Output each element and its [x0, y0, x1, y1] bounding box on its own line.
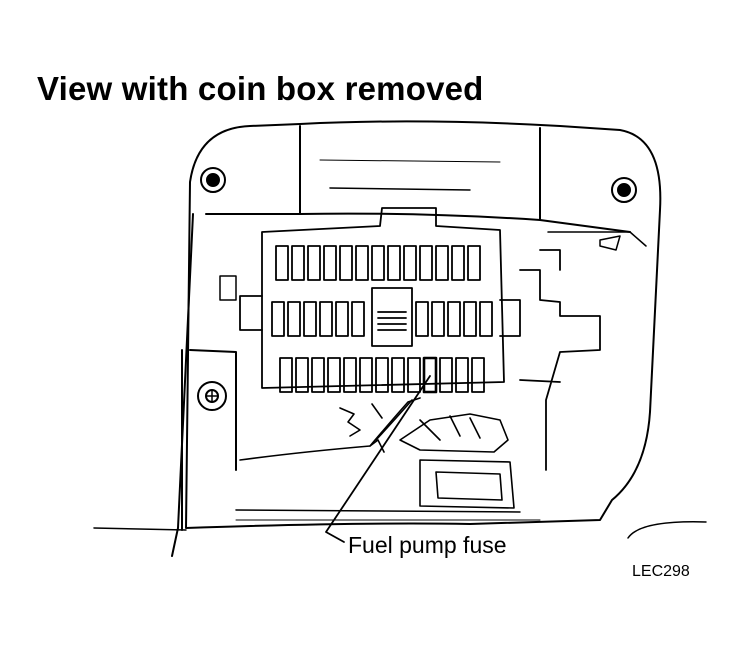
callout-leader — [325, 375, 431, 543]
dash-panel-outline — [185, 120, 662, 529]
panel-lip — [205, 125, 631, 233]
diagram-title: View with coin box removed — [37, 70, 484, 107]
figure-code: LEC298 — [632, 563, 690, 580]
fuse-block — [239, 207, 521, 394]
fuel-pump-fuse-icon — [422, 356, 438, 394]
screw-icon — [197, 381, 227, 411]
fuel-pump-fuse-label: Fuel pump fuse — [348, 532, 507, 558]
fuse-row-bottom — [279, 356, 485, 394]
left-trim — [171, 213, 237, 557]
fuse-row-middle — [271, 301, 493, 337]
wire-harness — [239, 397, 515, 509]
screw-icon — [611, 177, 637, 203]
floor-line — [93, 527, 187, 531]
right-bracket — [519, 249, 601, 471]
relay-block — [371, 287, 413, 347]
floor-line-right — [627, 521, 707, 539]
screw-icon — [200, 167, 226, 193]
fuse-row-top — [275, 245, 481, 281]
